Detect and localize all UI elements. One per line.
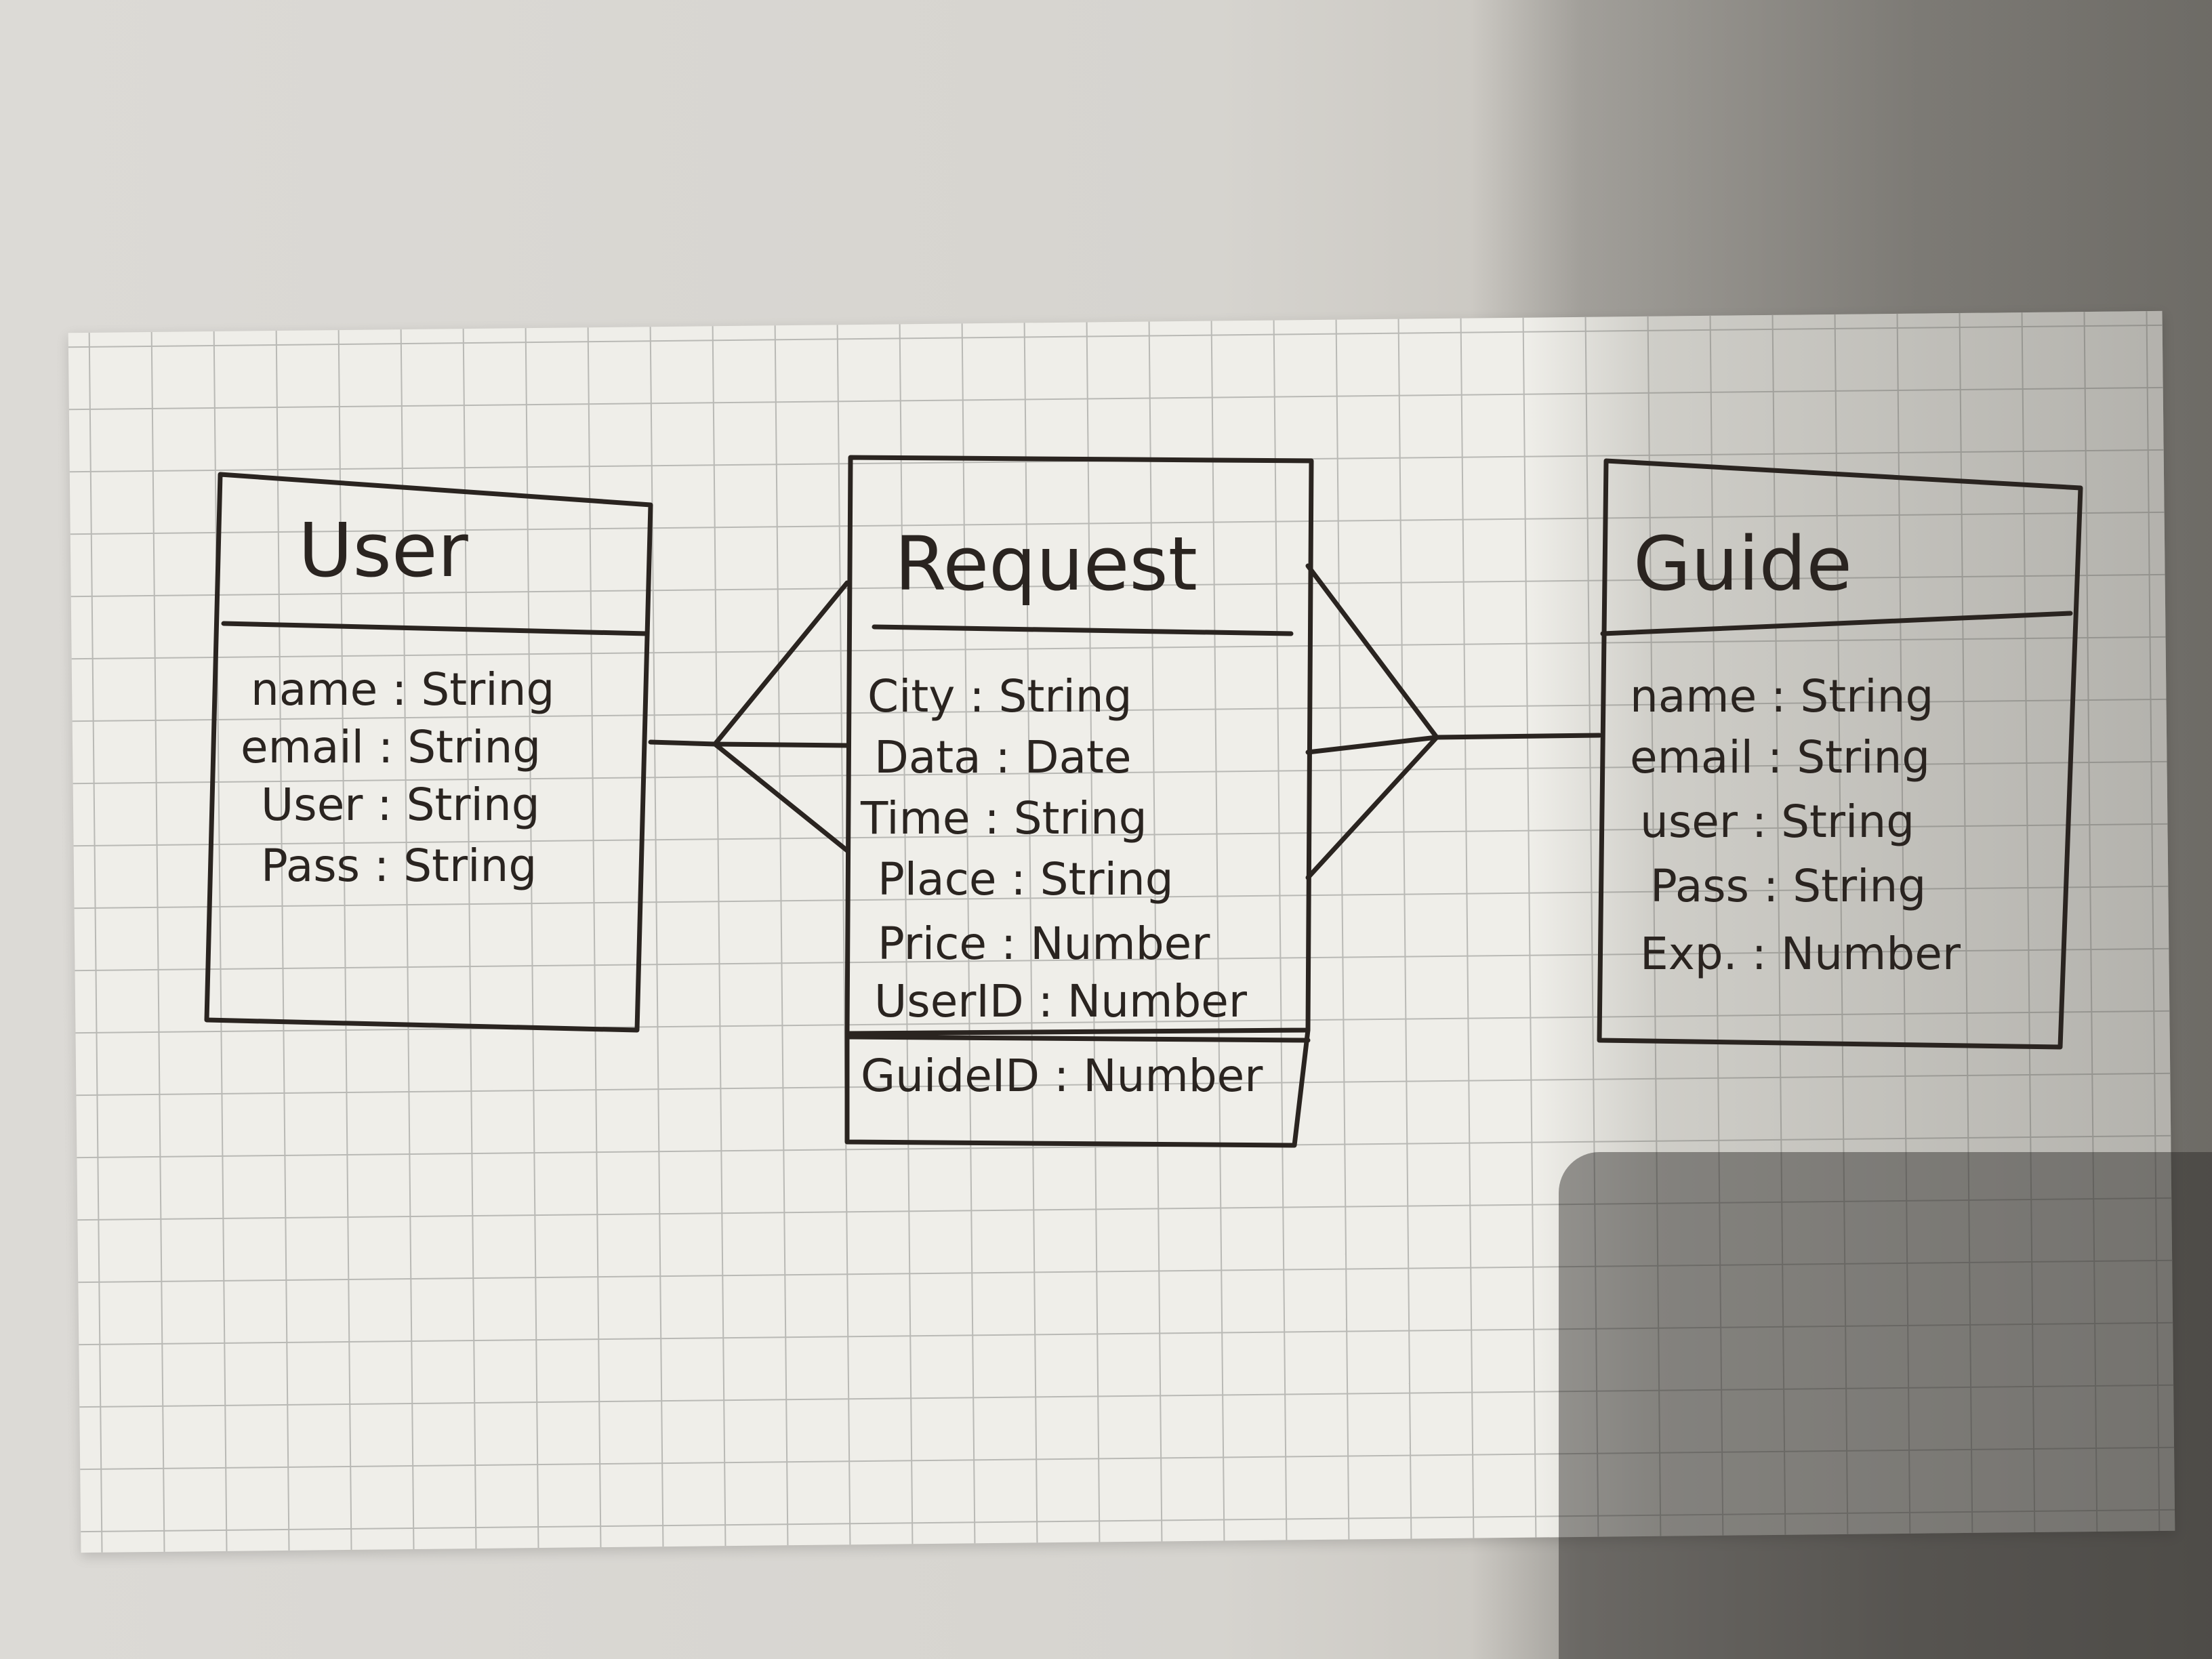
request-attr: City : String	[867, 670, 1132, 722]
crowfoot-prong	[1305, 735, 1439, 880]
entity-user-title: User	[298, 507, 468, 594]
entity-request-divider-lower	[844, 1034, 1311, 1043]
entity-user-box	[204, 472, 653, 1033]
request-attr: UserID : Number	[874, 975, 1248, 1027]
user-attr: User : String	[261, 779, 540, 831]
entity-guide-title: Guide	[1633, 520, 1852, 607]
entity-request-title: Request	[895, 520, 1197, 607]
crowfoot-prong	[1305, 563, 1439, 740]
entity-request-extension	[844, 1027, 1311, 1148]
request-attr-extra: GuideID : Number	[861, 1050, 1263, 1102]
guide-attr: email : String	[1630, 731, 1930, 783]
guide-attr: user : String	[1640, 796, 1914, 848]
entity-request: Request City : String Data : Date Time :…	[844, 455, 1314, 1148]
crowfoot-prong	[712, 580, 850, 747]
guide-attr: Exp. : Number	[1640, 928, 1961, 980]
guide-attr: Pass : String	[1650, 860, 1926, 912]
entity-request-divider	[872, 624, 1294, 636]
relationship-guide-request	[1305, 563, 1602, 880]
user-attr: Pass : String	[261, 840, 537, 892]
entity-user: User name : String email : String User :…	[204, 472, 653, 1033]
entity-guide-box	[1597, 458, 2083, 1050]
crowfoot-prong	[712, 741, 850, 853]
user-attr: email : String	[241, 721, 541, 773]
relation-line	[1434, 733, 1602, 740]
guide-attr: name : String	[1630, 670, 1933, 722]
shadow-lower-right	[1559, 1152, 2212, 1659]
entity-guide-divider	[1600, 611, 2073, 636]
request-attr: Place : String	[878, 853, 1174, 905]
entity-user-divider	[221, 621, 650, 636]
request-attr: Data : Date	[874, 731, 1132, 783]
user-attr: name : String	[251, 663, 554, 716]
relationship-user-request	[648, 580, 850, 853]
crowfoot-prong	[712, 741, 850, 748]
entity-guide: Guide name : String email : String user …	[1597, 458, 2083, 1050]
request-attr: Time : String	[860, 792, 1147, 844]
relation-line	[648, 739, 718, 747]
crowfoot-prong	[1305, 735, 1439, 755]
request-attr: Price : Number	[878, 918, 1210, 970]
